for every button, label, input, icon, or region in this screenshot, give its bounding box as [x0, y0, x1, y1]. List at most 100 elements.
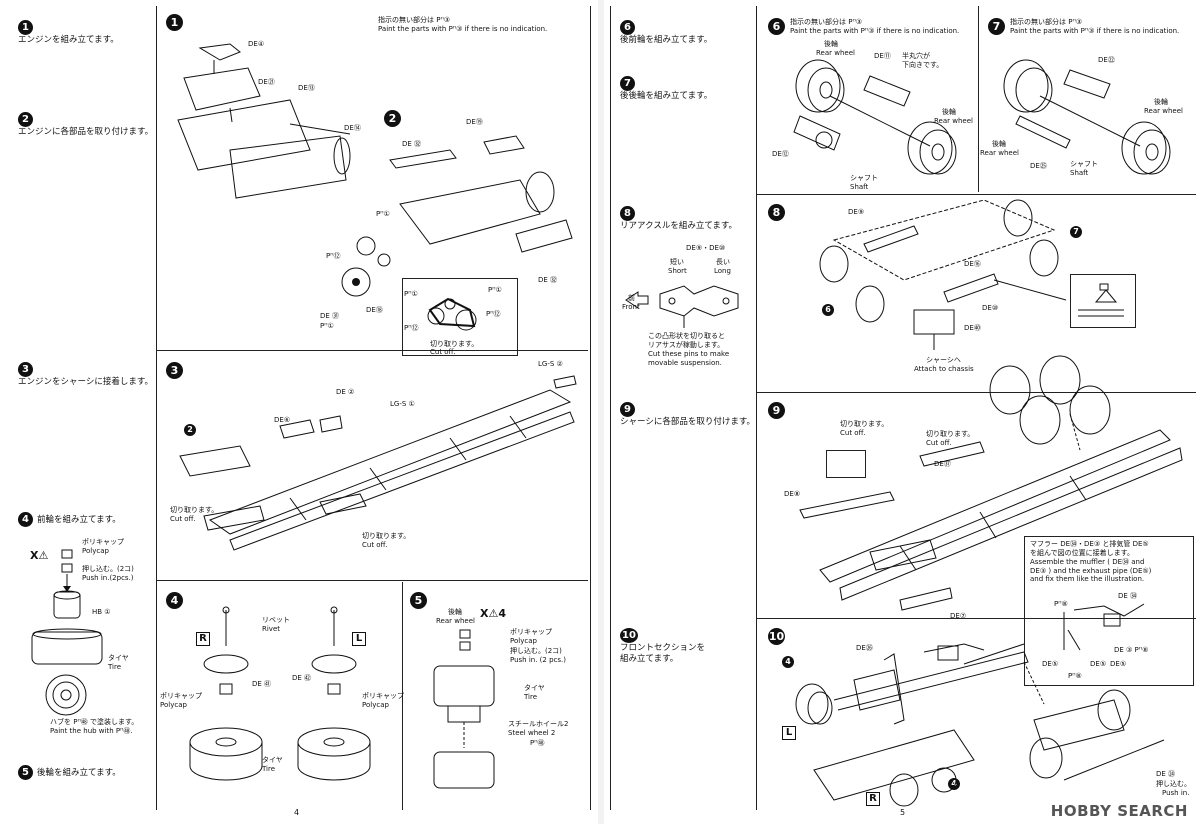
fig1-label-de4: DE④ [248, 40, 265, 48]
rear-wheel-diagram [433, 629, 495, 789]
fig8-ref-6: 6 [822, 304, 834, 316]
fig7-de22: DE㉒ [1098, 56, 1115, 64]
fig3-cut2-en: Cut off. [362, 541, 388, 549]
fig3-cut2-jp: 切り取ります。 [362, 532, 411, 540]
fig6-rear2-jp: 後輪 [942, 108, 956, 116]
tire-label-en: Tire [108, 663, 122, 671]
fig3-label-lgs1: LG-S ① [390, 400, 415, 408]
fig6-rear1-jp: 後輪 [824, 40, 838, 48]
fig6-rear1-en: Rear wheel [816, 49, 855, 57]
engine-parts-diagram [341, 135, 573, 297]
step-number: 1 [18, 20, 33, 35]
fig9-de7: DE⑦ [950, 612, 967, 620]
fig8-chassis-jp: シャーシへ [926, 356, 961, 364]
fig9-cut2-jp: 切り取ります。 [926, 430, 975, 438]
fig10-ph8a: Pᴴ⑧ [1054, 600, 1068, 608]
fig6-note-en: Paint the parts with Pᴴ③ if there is no … [790, 27, 960, 35]
divider-fig2-fig3 [156, 350, 588, 351]
muffler-diagram [1063, 603, 1145, 651]
step-number: 2 [18, 112, 33, 127]
fig9-cut1-en: Cut off. [840, 429, 866, 437]
fig10-push-en: Push in. [1162, 789, 1190, 797]
rear-axle-assembly-diagram [819, 199, 1067, 350]
warning-mark: X⚠ [30, 549, 49, 562]
fig2-label-de19: DE⑲ [466, 118, 483, 126]
step-text: 後前輪を組み立てます。 [620, 35, 713, 45]
fig7-shaft-jp: シャフト [1070, 160, 1098, 168]
polycap-label-jp: ポリキャップ [82, 538, 124, 546]
fig10-ref-4a: 4 [782, 656, 794, 668]
fig6-shaft-jp: シャフト [850, 174, 878, 182]
fig8-ref-7: 7 [1070, 226, 1082, 238]
step-text: 後後輪を組み立てます。 [620, 91, 713, 101]
fig4-polycap-right-en: Polycap [362, 701, 389, 709]
figure-1-number: 1 [166, 14, 183, 31]
left-column-divider [156, 6, 157, 810]
fig10-de5c: DE⑤ [1110, 660, 1127, 668]
polycap-label-en: Polycap [82, 547, 109, 555]
fig5-tire-jp: タイヤ [524, 684, 545, 692]
fig4-tire-en: Tire [262, 765, 276, 773]
fig2-label-de18: DE⑱ [366, 306, 383, 314]
step-number: 3 [18, 362, 33, 377]
fig1-label-de14: DE⑭ [344, 124, 361, 132]
fig7-note-jp: 指示の無い部分は Pᴴ③ [1010, 18, 1083, 26]
fig10-de5b: DE⑤ [1090, 660, 1107, 668]
fig8-chassis-en: Attach to chassis [914, 365, 974, 373]
fig5-push-jp: 押し込む。(2コ) [510, 647, 562, 655]
fig9-cut2-en: Cut off. [926, 439, 952, 447]
fig5-rear-en: Rear wheel [436, 617, 475, 625]
divider-fig67-fig8 [756, 194, 1196, 195]
fig8-de10: DE⑩ [982, 304, 999, 312]
fig9-cut1-jp: 切り取ります。 [840, 420, 889, 428]
fig2-box-ph12a: Pᴴ⑫ [486, 310, 501, 318]
long-jp: 長い [716, 258, 730, 266]
step-number: 7 [620, 76, 635, 91]
step-number: 9 [620, 402, 635, 417]
fig8-detail-box [1070, 274, 1136, 328]
fig8-de40: DE㊵ [964, 324, 981, 332]
figure-3-number: 3 [166, 362, 183, 379]
fig7-rear1-jp: 後輪 [1154, 98, 1168, 106]
step-text: エンジンをシャーシに接着します。 [18, 377, 153, 387]
fig2-label-de32a: DE ㉜ [402, 140, 422, 148]
right-column-divider [756, 6, 757, 810]
figure-5-number: 5 [410, 592, 427, 609]
step8-cut-en: Cut these pins to make movable suspensio… [648, 350, 730, 367]
fig10-ph8b: Pᴴ⑧ [1068, 672, 1082, 680]
rivet-label-jp: リベット [262, 616, 290, 624]
fig8-de9: DE⑨ [848, 208, 865, 216]
fig2-cut-en: Cut off. [430, 348, 456, 356]
fig9-detail-box [826, 450, 866, 478]
fig6-shaft-en: Shaft [850, 183, 869, 191]
step8-parts: DE⑨・DE⑩ [686, 244, 726, 252]
fig5-rear-jp: 後輪 [448, 608, 462, 616]
fig7-note-en: Paint the parts with Pᴴ③ if there is no … [1010, 27, 1180, 35]
fig7-shaft-en: Shaft [1070, 169, 1089, 177]
fig2-label-de31: DE ㉛ [320, 312, 340, 320]
figure-7-number: 7 [988, 18, 1005, 35]
step-text: エンジンを組み立てます。 [18, 35, 119, 45]
fig5-tire-en: Tire [524, 693, 538, 701]
fig10-ref-4b: 4 [948, 778, 960, 790]
fig10-left-mark: L [782, 726, 796, 740]
muffler-note-en: Assemble the muffler ( DE㉞ and DE③ ) and… [1030, 558, 1152, 583]
fig5-steel-paint: Pᴴ㊽ [530, 739, 545, 747]
page-number-left: 4 [294, 808, 300, 817]
fig6-note-jp: 指示の無い部分は Pᴴ③ [790, 18, 863, 26]
fig3-label-de2: DE ② [336, 388, 355, 396]
fig10-de24: DE ㉔ [1156, 770, 1176, 778]
page-gutter [598, 0, 604, 824]
front-axle-diagram [189, 606, 371, 781]
divider-fig3-fig4 [156, 580, 588, 581]
chassis-parts-diagram [799, 355, 1183, 611]
fig3-label-de6: DE⑥ [274, 416, 291, 424]
fig10-de3: DE ③ Pᴴ⑧ [1114, 646, 1149, 654]
short-jp: 短い [670, 258, 684, 266]
fig6-de12: DE⑫ [772, 150, 789, 158]
divider-fig6-fig7 [978, 6, 979, 192]
